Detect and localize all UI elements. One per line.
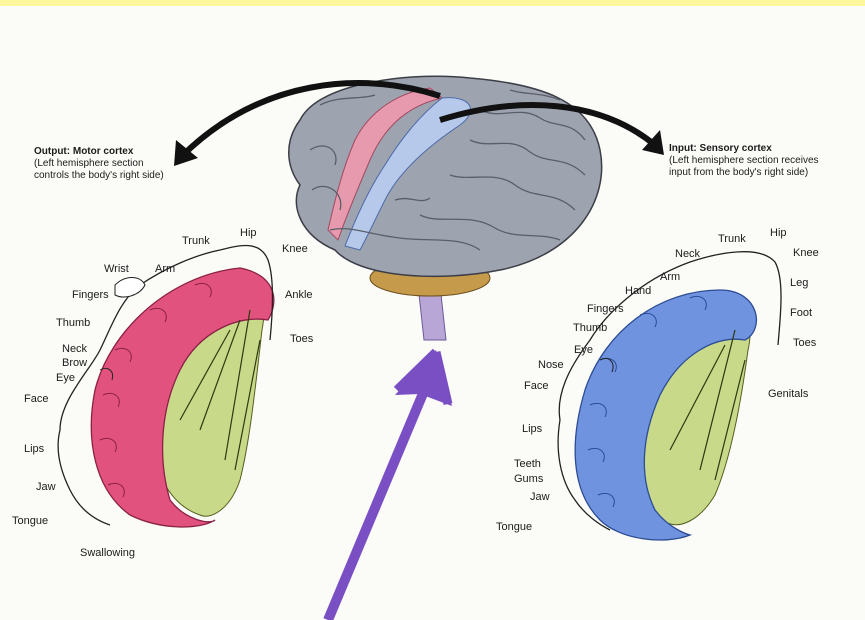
motor-label-tongue: Tongue: [12, 515, 48, 527]
sensory-label-eye: Eye: [574, 344, 593, 356]
motor-label-thumb: Thumb: [56, 317, 90, 329]
motor-label-jaw: Jaw: [36, 481, 56, 493]
sensory-label-leg: Leg: [790, 277, 808, 289]
motor-label-swallowing: Swallowing: [80, 547, 135, 559]
sensory-label-teeth: Teeth: [514, 458, 541, 470]
sensory-label-jaw: Jaw: [530, 491, 550, 503]
sensory-label-toes: Toes: [793, 337, 817, 349]
sensory-input-arrowhead: [642, 130, 664, 155]
sensory-label-face: Face: [524, 380, 548, 392]
sensory-label-hip: Hip: [770, 227, 787, 239]
motor-cortex-title: Output: Motor cortex: [34, 146, 134, 157]
sensory-label-genitals: Genitals: [768, 388, 809, 400]
motor-cortex-subtitle-2: controls the body's right side): [34, 170, 164, 181]
motor-label-wrist: Wrist: [104, 263, 129, 275]
sensory-label-tongue: Tongue: [496, 521, 532, 533]
sensory-label-foot: Foot: [790, 307, 812, 319]
motor-hand-outline: [115, 278, 145, 297]
motor-homunculus: [58, 246, 274, 527]
motor-label-fingers: Fingers: [72, 289, 109, 301]
sensory-label-lips: Lips: [522, 423, 543, 435]
motor-label-face: Face: [24, 393, 48, 405]
sensory-label-hand: Hand: [625, 285, 651, 297]
motor-label-neck: Neck: [62, 343, 88, 355]
sensory-label-fingers: Fingers: [587, 303, 624, 315]
motor-label-knee: Knee: [282, 243, 308, 255]
motor-label-hip: Hip: [240, 227, 257, 239]
motor-label-toes: Toes: [290, 333, 314, 345]
sensory-label-arm: Arm: [660, 271, 680, 283]
sensory-cortex-subtitle-2: input from the body's right side): [669, 167, 808, 178]
motor-label-trunk: Trunk: [182, 235, 210, 247]
sensory-label-knee: Knee: [793, 247, 819, 259]
annotation-arrow-shaft: [328, 372, 432, 620]
motor-cortex-subtitle-1: (Left hemisphere section: [34, 158, 144, 169]
sensory-label-trunk: Trunk: [718, 233, 746, 245]
motor-label-brow: Brow: [62, 357, 87, 369]
sensory-cortex-title: Input: Sensory cortex: [669, 143, 772, 154]
sensory-cortex-subtitle-1: (Left hemisphere section receives: [669, 155, 819, 166]
motor-label-arm: Arm: [155, 263, 175, 275]
sensory-label-nose: Nose: [538, 359, 564, 371]
motor-label-eye: Eye: [56, 372, 75, 384]
sensory-label-gums: Gums: [514, 473, 544, 485]
sensory-label-neck: Neck: [675, 248, 701, 260]
sensory-homunculus: [558, 252, 781, 540]
motor-label-lips: Lips: [24, 443, 45, 455]
sensory-label-thumb: Thumb: [573, 322, 607, 334]
motor-label-ankle: Ankle: [285, 289, 313, 301]
